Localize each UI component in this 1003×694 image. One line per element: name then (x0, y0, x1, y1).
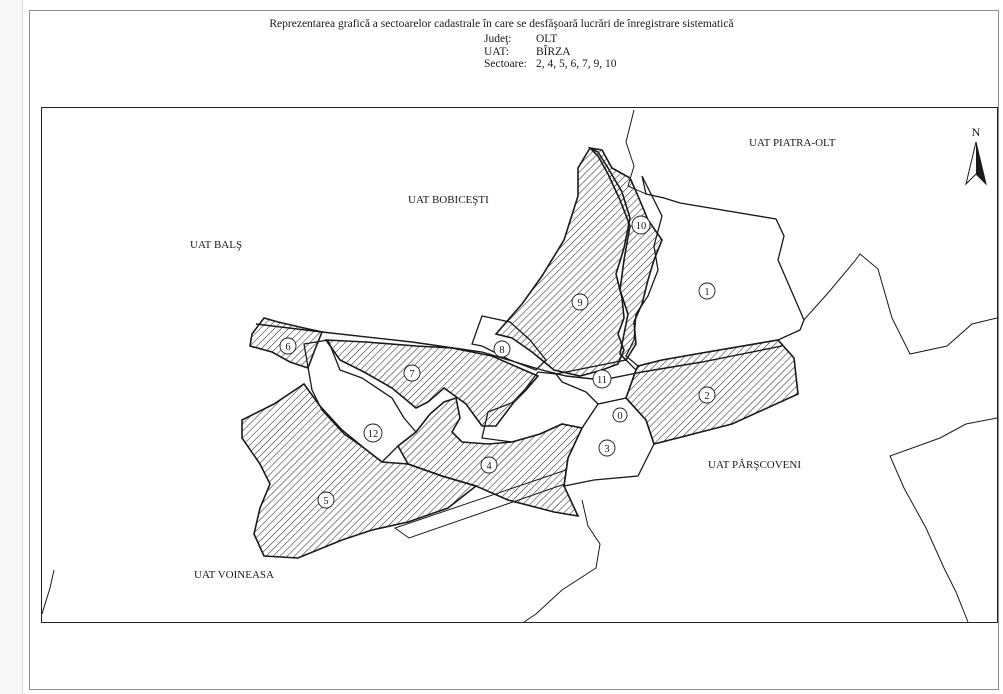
sector-5-shape (241, 382, 478, 559)
main-road-line (255, 323, 783, 381)
meta-row-sectoare: Sectoare: 2, 4, 5, 6, 7, 9, 10 (484, 58, 617, 71)
label-uat-bobicesti: UAT BOBICEŞTI (408, 194, 489, 206)
sector-marker-6: 6 (279, 337, 297, 355)
sector-marker-4: 4 (480, 456, 498, 474)
sector-marker-2: 2 (698, 386, 716, 404)
sector-marker-12: 12 (363, 423, 383, 443)
judet-value: OLT (536, 33, 558, 45)
sector-number-10: 10 (636, 221, 647, 232)
sector-number-12: 12 (368, 429, 379, 440)
boundary-voineasa-south (523, 499, 601, 622)
sector-number-11: 11 (597, 375, 607, 386)
boundary-parscoveni-east (889, 417, 997, 622)
sector-number-3: 3 (604, 444, 609, 455)
road (255, 323, 783, 381)
sector-number-9: 9 (577, 298, 582, 309)
meta-row-judet: Judeţ: OLT (484, 33, 617, 46)
sector-marker-11: 11 (592, 369, 612, 389)
sectoare-label: Sectoare: (484, 58, 527, 70)
judet-label: Judeţ: (484, 33, 512, 45)
sector-marker-8: 8 (493, 340, 511, 358)
north-arrow-label: N (972, 125, 981, 139)
north-arrow: N (965, 125, 987, 186)
sectoare-value: 2, 4, 5, 6, 7, 9, 10 (536, 58, 617, 70)
label-uat-parscoveni: UAT PÂRŞCOVENI (708, 459, 801, 471)
uat-value: BÎRZA (536, 45, 571, 58)
label-uat-piatra-olt: UAT PIATRA-OLT (749, 137, 836, 149)
sector-marker-0: 0 (612, 407, 628, 423)
sector-9-shape (494, 146, 631, 377)
sector-number-4: 4 (486, 461, 492, 472)
sector-number-7: 7 (409, 369, 414, 380)
sector-marker-10: 10 (631, 215, 651, 235)
map-panel: 1 2 3 0 4 5 6 (41, 107, 998, 623)
sector-marker-3: 3 (598, 439, 616, 457)
sector-marker-7: 7 (403, 364, 421, 382)
label-uat-bals: UAT BALŞ (190, 239, 242, 251)
sector-10-shape (587, 146, 663, 362)
sector-number-0: 0 (617, 411, 622, 422)
boundary-parscoveni-north (801, 253, 997, 355)
uat-label: UAT: (484, 45, 509, 58)
sector-number-6: 6 (285, 342, 290, 353)
sector-number-1: 1 (704, 287, 709, 298)
meta-block: Judeţ: OLT UAT: BÎRZA Sectoare: 2, 4, 5,… (484, 33, 617, 71)
sector-marker-5: 5 (317, 491, 335, 509)
meta-row-uat: UAT: BÎRZA (484, 46, 617, 59)
sector-1-shape (625, 175, 805, 367)
left-edge-strip (0, 0, 23, 694)
sector-marker-9: 9 (571, 293, 589, 311)
neighbor-labels: UAT PIATRA-OLT UAT BOBICEŞTI UAT BALŞ UA… (190, 137, 836, 581)
sector-number-8: 8 (499, 345, 504, 356)
title-block: Reprezentarea grafică a sectoarelor cada… (0, 18, 1003, 30)
map-svg: 1 2 3 0 4 5 6 (42, 109, 997, 622)
map-title: Reprezentarea grafică a sectoarelor cada… (269, 18, 734, 30)
boundary-bals-west (42, 569, 55, 615)
sector-marker-1: 1 (698, 282, 716, 300)
neighbor-boundaries (42, 109, 997, 622)
north-arrow-shade-icon (976, 142, 986, 184)
sector-number-5: 5 (323, 496, 328, 507)
label-uat-voineasa: UAT VOINEASA (194, 569, 274, 581)
sector-markers: 1 2 3 0 4 5 6 (279, 215, 716, 509)
sector-number-2: 2 (704, 391, 709, 402)
